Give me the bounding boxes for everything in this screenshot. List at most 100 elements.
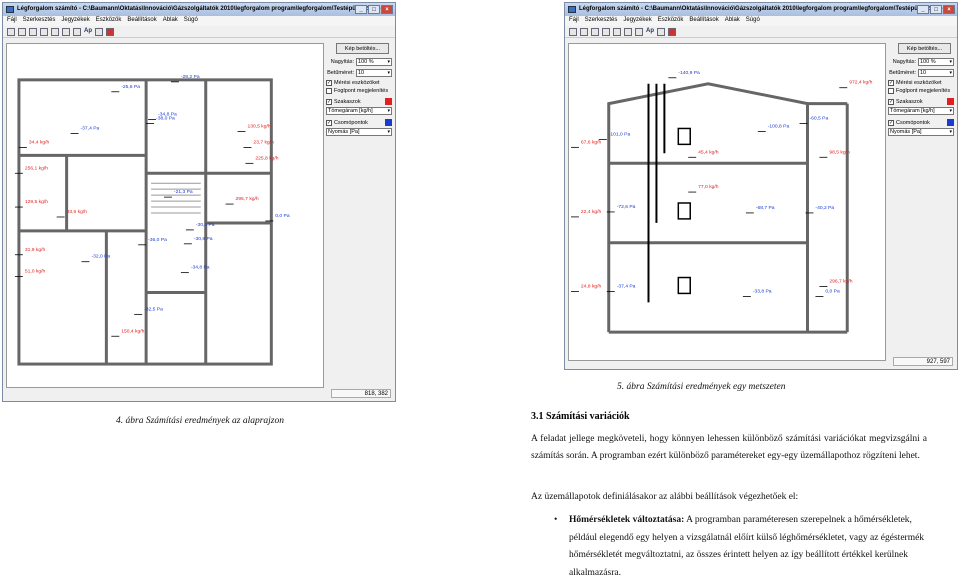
node-unit-select[interactable]: Nyomás [Pa] [888, 128, 954, 136]
nodes-checkbox[interactable]: ✓ [326, 119, 332, 126]
zoom-select[interactable]: 100 % [918, 58, 954, 66]
zoom-select[interactable]: 100 % [356, 58, 392, 66]
maximize-button[interactable]: □ [930, 5, 942, 14]
measure-checkbox[interactable]: ✓ [326, 80, 332, 86]
nodepoint-checkbox[interactable] [888, 88, 894, 94]
minimize-button[interactable]: _ [917, 5, 929, 14]
cut-icon[interactable] [51, 27, 59, 36]
paste-icon[interactable] [635, 27, 643, 36]
pressure-label[interactable]: -101,0 Pa [609, 131, 631, 137]
flow-unit-select[interactable]: Tömegáram [kg/h] [326, 107, 392, 115]
new-icon[interactable] [7, 27, 15, 36]
massflow-label[interactable]: 296,7 kg/h [829, 278, 852, 284]
pressure-label[interactable]: -21,3 Pa [174, 189, 193, 195]
menu-help[interactable]: Súgó [183, 17, 198, 23]
paste-icon[interactable] [73, 27, 81, 36]
pressure-label[interactable]: -25,6 Pa [121, 84, 140, 90]
copy-icon[interactable] [624, 27, 632, 36]
pressure-label[interactable]: -30,6 Pa [196, 222, 215, 228]
nodes-checkbox[interactable]: ✓ [888, 119, 894, 126]
flow-color-swatch[interactable] [947, 98, 954, 105]
menu-lists[interactable]: Jegyzékek [61, 17, 90, 23]
cut-icon[interactable] [613, 27, 621, 36]
pressure-label[interactable]: -28,2 Pa [181, 74, 200, 80]
load-image-button[interactable]: Kép betöltés... [336, 43, 389, 54]
minimize-button[interactable]: _ [355, 5, 367, 14]
open-icon[interactable] [18, 27, 26, 36]
pressure-label[interactable]: -37,4 Pa [81, 126, 100, 132]
menu-settings[interactable]: Beállítások [127, 17, 157, 23]
close-button[interactable]: × [381, 5, 393, 14]
menu-tools[interactable]: Eszközök [95, 17, 122, 23]
grid-icon[interactable] [602, 27, 610, 36]
massflow-label[interactable]: 22,4 kg/h [581, 209, 602, 215]
massflow-label[interactable]: 256,1 kg/h [25, 165, 48, 171]
pressure-label[interactable]: -72,6 Pa [617, 204, 636, 210]
pressure-label[interactable]: -100,8 Pa [768, 123, 790, 129]
massflow-label[interactable]: 34,4 kg/h [29, 139, 50, 145]
menu-tools[interactable]: Eszközök [657, 17, 684, 23]
load-image-button[interactable]: Kép betöltés... [898, 43, 951, 54]
menu-window[interactable]: Ablak [724, 17, 740, 23]
pressure-label[interactable]: -38,0 Pa [156, 116, 175, 122]
segments-checkbox[interactable]: ✓ [326, 98, 332, 105]
nodepoint-checkbox[interactable] [326, 88, 332, 94]
node-color-swatch[interactable] [947, 119, 954, 126]
ap-button[interactable]: Ap [84, 27, 92, 34]
menu-edit[interactable]: Szerkesztés [584, 17, 618, 23]
flow-unit-select[interactable]: Tömegáram [kg/h] [888, 107, 954, 115]
massflow-label[interactable]: 129,5 kg/h [25, 199, 48, 205]
pressure-label[interactable]: -34,8 Pa [191, 265, 210, 271]
massflow-label[interactable]: 77,0 kg/h [698, 184, 719, 190]
run-icon[interactable] [668, 27, 676, 36]
save-icon[interactable] [591, 27, 599, 36]
massflow-label[interactable]: 51,0 kg/h [25, 269, 46, 275]
node-unit-select[interactable]: Nyomás [Pa] [326, 128, 392, 136]
pressure-label[interactable]: 0,0 Pa [825, 288, 840, 294]
massflow-label[interactable]: 972,4 kg/h [849, 80, 872, 86]
pressure-label[interactable]: 0,0 Pa [275, 213, 290, 219]
calculate-icon[interactable] [95, 27, 103, 36]
menu-edit[interactable]: Szerkesztés [22, 17, 56, 23]
pressure-label[interactable]: -37,4 Pa [617, 283, 636, 289]
pressure-label[interactable]: -32,5 Pa [144, 306, 163, 312]
massflow-label[interactable]: 24,8 kg/h [581, 283, 602, 289]
copy-icon[interactable] [62, 27, 70, 36]
massflow-label[interactable]: 31,9 kg/h [25, 247, 46, 253]
close-button[interactable]: × [943, 5, 955, 14]
run-icon[interactable] [106, 27, 114, 36]
floor-plan-canvas[interactable]: -28,2 Pa -25,6 Pa -37,4 Pa -34,8 Pa -21,3 Pa… [6, 43, 324, 388]
massflow-label[interactable]: 93,6 kg/h [67, 209, 88, 215]
pressure-label[interactable]: -32,0 Pa [91, 254, 110, 260]
massflow-label[interactable]: 130,5 kg/h [247, 124, 270, 130]
menu-file[interactable]: Fájl [7, 17, 17, 23]
save-icon[interactable] [29, 27, 37, 36]
node-color-swatch[interactable] [385, 119, 392, 126]
massflow-label[interactable]: 23,7 kg/h [253, 139, 274, 145]
pressure-label[interactable]: -40,2 Pa [815, 205, 834, 211]
pressure-label[interactable]: -140,9 Pa [678, 70, 700, 76]
font-size-select[interactable]: 10 [356, 69, 392, 77]
pressure-label[interactable]: -36,0 Pa [148, 237, 167, 243]
massflow-label[interactable]: 45,4 kg/h [698, 149, 719, 155]
menu-file[interactable]: Fájl [569, 17, 579, 23]
massflow-label[interactable]: 98,5 kg/h [829, 149, 850, 155]
calculate-icon[interactable] [657, 27, 665, 36]
pressure-label[interactable]: -34,8 Pa [158, 112, 177, 118]
pressure-label[interactable]: -68,7 Pa [756, 205, 775, 211]
font-size-select[interactable]: 10 [918, 69, 954, 77]
pressure-label[interactable]: -30,8 Pa [194, 236, 213, 242]
open-icon[interactable] [580, 27, 588, 36]
flow-color-swatch[interactable] [385, 98, 392, 105]
massflow-label[interactable]: 150,4 kg/h [121, 328, 144, 334]
menu-settings[interactable]: Beállítások [689, 17, 719, 23]
massflow-label[interactable]: 67,6 kg/h [581, 139, 602, 145]
new-icon[interactable] [569, 27, 577, 36]
massflow-label[interactable]: 295,7 kg/h [236, 196, 259, 202]
grid-icon[interactable] [40, 27, 48, 36]
massflow-label[interactable]: 225,8 kg/h [255, 155, 278, 161]
segments-checkbox[interactable]: ✓ [888, 98, 894, 105]
menu-help[interactable]: Súgó [745, 17, 760, 23]
pressure-label[interactable]: -33,8 Pa [753, 288, 772, 294]
section-canvas[interactable]: -140,9 Pa-101,0 Pa-100,8 Pa-60,5 Pa-72,6… [568, 43, 886, 361]
